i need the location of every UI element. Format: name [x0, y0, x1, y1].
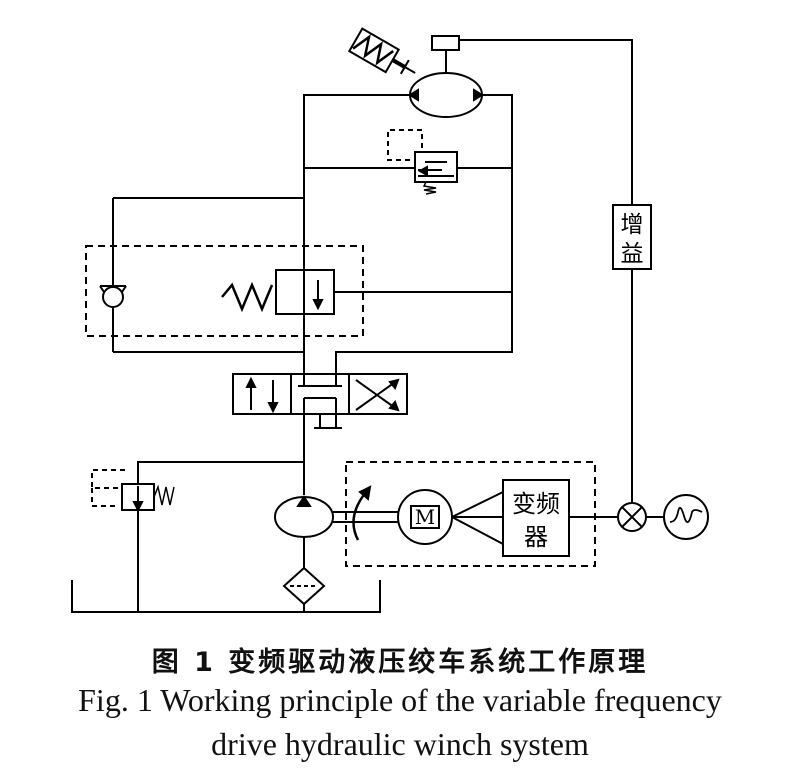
displacement-actuator: [347, 27, 416, 75]
pump-relief-valve: [91, 461, 304, 612]
hydraulic-pump: [274, 462, 400, 612]
cross-relief-valve: [304, 129, 512, 195]
inverter-label-1: 变频: [512, 490, 560, 518]
hydraulic-motor: [408, 35, 484, 118]
caption-english-line1: Fig. 1 Working principle of the variable…: [78, 682, 722, 718]
gain-label-2: 益: [621, 241, 644, 267]
caption-chinese: 图 1 变频驱动液压绞车系统工作原理: [151, 647, 649, 678]
drive-block: [345, 461, 618, 567]
inverter-label-2: 器: [524, 523, 548, 551]
caption-english-line2: drive hydraulic winch system: [211, 726, 589, 762]
motor-label: M: [415, 505, 435, 529]
gain-label-1: 增: [621, 212, 644, 238]
balance-valve-block: [85, 197, 512, 353]
control-loop: [612, 204, 709, 540]
directional-valve: [232, 373, 408, 462]
oil-tank: [71, 580, 381, 613]
